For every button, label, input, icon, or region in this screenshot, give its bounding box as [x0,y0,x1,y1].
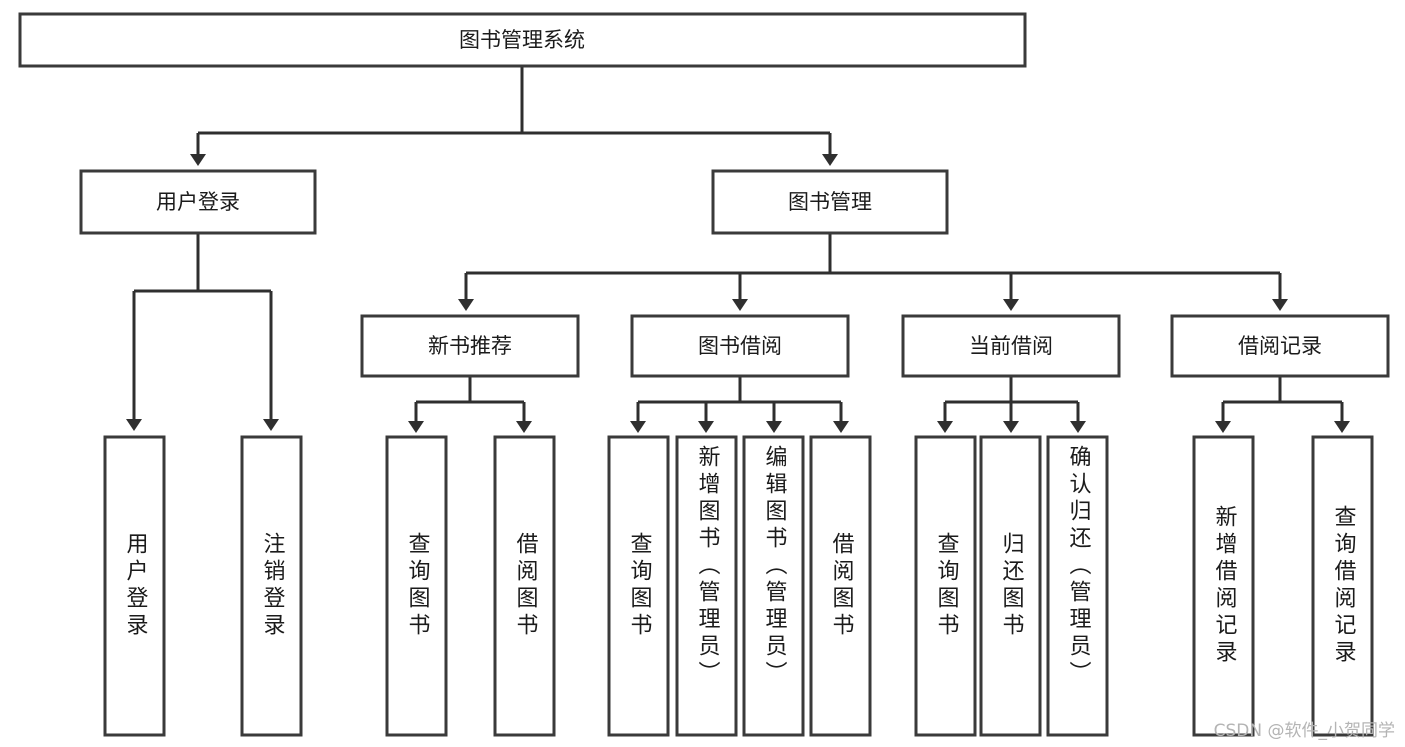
leaf-user-login-1-label-wrap: 注销登录 [259,532,285,640]
node-borrow-record[interactable]: 借阅记录 [1170,314,1390,378]
node-book-borrow-box[interactable] [630,314,850,378]
leaf-user-login-0-box[interactable] [103,435,166,737]
leaf-user-login-1-label: 注销登录 [259,532,285,640]
leaf-borrow-record-1[interactable] [1311,435,1374,737]
leaf-current-borrow-2-label-wrap: 确认归还（管理员） [1065,445,1091,688]
leaf-current-borrow-0-label-wrap: 查询图书 [933,532,959,640]
node-book-borrow[interactable]: 图书借阅 [630,314,850,378]
node-book-management[interactable]: 图书管理 [711,169,949,235]
leaf-user-login-0-label: 用户登录 [122,532,148,640]
leaf-user-login-1-box[interactable] [240,435,303,737]
leaf-borrow-record-0-box[interactable] [1192,435,1255,737]
leaf-book-borrow-1-label: 新增图书（管理员） [694,445,720,688]
connector-group-book-mgmt [458,233,1288,311]
leaf-book-borrow-3-label: 借阅图书 [828,532,854,640]
leaf-book-borrow-1-box[interactable] [675,435,738,737]
leaf-borrow-record-0-label-wrap: 新增借阅记录 [1211,505,1237,667]
leaf-book-borrow-3[interactable] [809,435,872,737]
leaf-new-book-1-label-wrap: 借阅图书 [512,532,538,640]
node-user-login-box[interactable] [79,169,317,235]
node-new-book-recommend-label: 新书推荐 [428,334,512,358]
node-borrow-record-label: 借阅记录 [1238,334,1322,358]
leaf-new-book-0-label: 查询图书 [404,532,430,640]
leaf-book-borrow-0-box[interactable] [607,435,670,737]
leaf-current-borrow-2-label: 确认归还（管理员） [1065,445,1091,688]
leaf-new-book-0-label-wrap: 查询图书 [404,532,430,640]
connector-group-record [1215,376,1350,433]
node-book-borrow-label: 图书借阅 [698,334,782,358]
leaf-borrow-record-0[interactable] [1192,435,1255,737]
leaf-current-borrow-2[interactable] [1046,435,1109,737]
leaf-current-borrow-0-label: 查询图书 [933,532,959,640]
leaf-new-book-1-box[interactable] [493,435,556,737]
leaf-user-login-0[interactable] [103,435,166,737]
connector-group-user-login [126,233,279,431]
node-root[interactable]: 图书管理系统 [18,12,1027,68]
leaf-new-book-0[interactable] [385,435,448,737]
leaf-borrow-record-1-label: 查询借阅记录 [1330,505,1356,667]
leaf-current-borrow-2-box[interactable] [1046,435,1109,737]
leaf-book-borrow-2-label: 编辑图书（管理员） [761,445,787,688]
leaf-book-borrow-2[interactable] [742,435,805,737]
leaf-user-login-0-label-wrap: 用户登录 [122,532,148,640]
leaf-book-borrow-1-label-wrap: 新增图书（管理员） [694,445,720,688]
leaf-book-borrow-1[interactable] [675,435,738,737]
leaf-book-borrow-3-label-wrap: 借阅图书 [828,532,854,640]
leaf-current-borrow-1[interactable] [979,435,1042,737]
node-borrow-record-box[interactable] [1170,314,1390,378]
leaf-book-borrow-2-box[interactable] [742,435,805,737]
node-current-borrow-label: 当前借阅 [969,334,1053,358]
connector-group-borrow [630,376,849,433]
node-user-login-label: 用户登录 [156,190,240,214]
node-current-borrow-box[interactable] [901,314,1121,378]
leaf-borrow-record-0-label: 新增借阅记录 [1211,505,1237,667]
node-user-login[interactable]: 用户登录 [79,169,317,235]
leaf-book-borrow-2-label-wrap: 编辑图书（管理员） [761,445,787,688]
leaf-borrow-record-1-label-wrap: 查询借阅记录 [1330,505,1356,667]
leaf-book-borrow-0-label: 查询图书 [626,532,652,640]
connector-group-current [937,376,1086,433]
node-current-borrow[interactable]: 当前借阅 [901,314,1121,378]
node-root-label: 图书管理系统 [459,28,585,52]
leaf-user-login-1[interactable] [240,435,303,737]
connector-group-root [190,67,838,166]
leaf-new-book-1[interactable] [493,435,556,737]
leaf-current-borrow-1-label: 归还图书 [998,532,1024,640]
node-book-management-label: 图书管理 [788,190,872,214]
node-new-book-recommend-box[interactable] [360,314,580,378]
leaf-book-borrow-3-box[interactable] [809,435,872,737]
node-book-management-box[interactable] [711,169,949,235]
leaf-current-borrow-1-label-wrap: 归还图书 [998,532,1024,640]
leaf-new-book-1-label: 借阅图书 [512,532,538,640]
node-root-box[interactable] [18,12,1027,68]
leaf-book-borrow-0-label-wrap: 查询图书 [626,532,652,640]
leaf-borrow-record-1-box[interactable] [1311,435,1374,737]
leaf-current-borrow-0-box[interactable] [914,435,977,737]
leaf-current-borrow-1-box[interactable] [979,435,1042,737]
leaf-current-borrow-0[interactable] [914,435,977,737]
leaf-book-borrow-0[interactable] [607,435,670,737]
node-new-book-recommend[interactable]: 新书推荐 [360,314,580,378]
leaf-new-book-0-box[interactable] [385,435,448,737]
connector-group-new-book [408,376,532,433]
